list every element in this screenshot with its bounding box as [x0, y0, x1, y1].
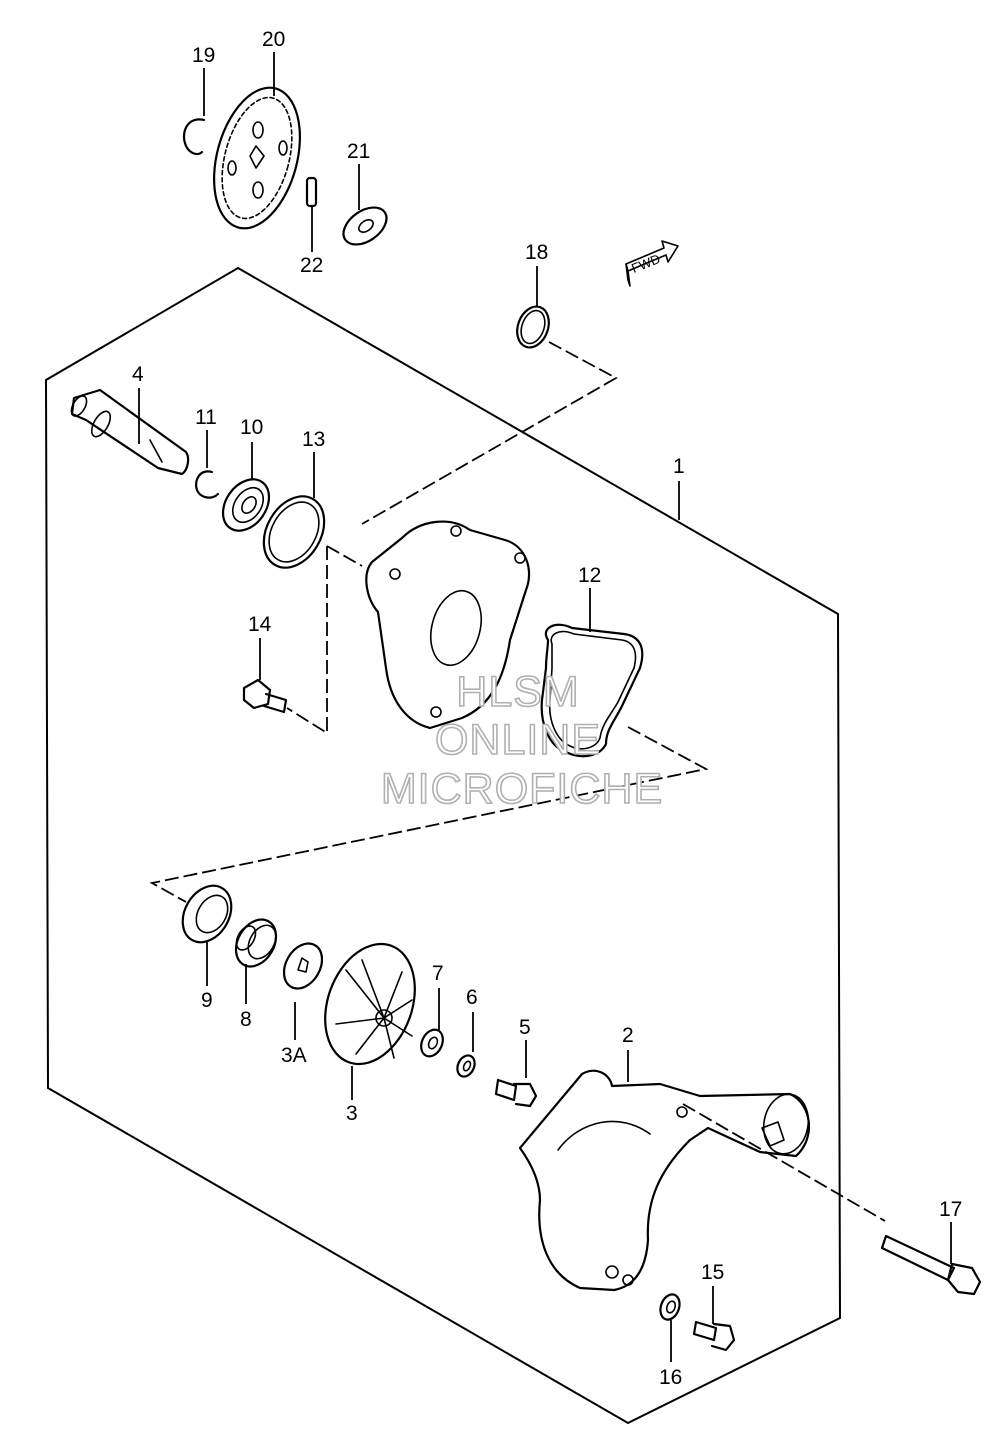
- callout-17: 17: [939, 1198, 962, 1221]
- callout-12: 12: [578, 564, 601, 587]
- circlip-11: [195, 470, 220, 499]
- gasket-12: [540, 623, 644, 758]
- callout-2: 2: [622, 1024, 634, 1047]
- callout-13: 13: [302, 428, 325, 451]
- guide-lines: [149, 341, 886, 1222]
- pump-cover-2: [518, 1069, 810, 1292]
- o-ring-18: [516, 305, 550, 349]
- callout-3a: 3A: [281, 1044, 307, 1067]
- bolt-15: [692, 1320, 736, 1352]
- callout-11: 11: [195, 406, 217, 429]
- bearing-10: [221, 478, 271, 532]
- washer-16: [659, 1293, 681, 1321]
- callout-5: 5: [519, 1016, 531, 1039]
- callout-8: 8: [240, 1008, 252, 1031]
- gear-sprocket: [213, 86, 301, 230]
- watermark: HLSM ONLINE MICROFICHE: [380, 667, 663, 814]
- callout-9: 9: [201, 989, 213, 1012]
- washer-3a: [282, 942, 324, 990]
- assembly-frame: [44, 266, 842, 1425]
- callout-20: 20: [262, 28, 285, 51]
- nut-6: [456, 1054, 476, 1078]
- callout-7: 7: [432, 962, 444, 985]
- callout-labels: 1 2 3 3A 4 5 6 7 8 9 10 11 12 13 14 15 1…: [132, 28, 962, 1389]
- callout-4: 4: [132, 363, 144, 386]
- callout-14: 14: [248, 613, 272, 636]
- callout-3: 3: [346, 1102, 358, 1125]
- washer-21: [342, 206, 388, 246]
- watermark-line-1: HLSM: [456, 668, 579, 716]
- pin-22: [305, 176, 318, 208]
- callout-22: 22: [300, 254, 323, 277]
- fwd-arrow-icon: FWD: [625, 240, 679, 287]
- callout-leaders: [138, 52, 952, 1362]
- impeller-3: [324, 942, 416, 1066]
- washer-7: [420, 1028, 444, 1058]
- callout-1: 1: [673, 455, 685, 478]
- circlip-19: [182, 118, 206, 156]
- watermark-line-3: MICROFICHE: [381, 765, 663, 813]
- bolt-14: [242, 678, 288, 714]
- callout-10: 10: [240, 416, 263, 439]
- callout-15: 15: [701, 1261, 724, 1284]
- oil-seal-9: [181, 884, 233, 944]
- watermark-line-2: ONLINE: [435, 716, 601, 764]
- callout-18: 18: [525, 241, 548, 264]
- callout-6: 6: [466, 986, 478, 1009]
- mechanical-seal-8: [234, 918, 278, 968]
- shaft-4: [70, 388, 190, 476]
- bolt-17: [880, 1234, 982, 1296]
- fwd-label: FWD: [629, 251, 662, 276]
- callout-16: 16: [659, 1366, 682, 1389]
- callout-21: 21: [347, 140, 370, 163]
- bolt-5: [494, 1078, 538, 1108]
- o-ring-13: [262, 495, 326, 569]
- pump-plate: [365, 520, 531, 730]
- callout-19: 19: [192, 44, 215, 67]
